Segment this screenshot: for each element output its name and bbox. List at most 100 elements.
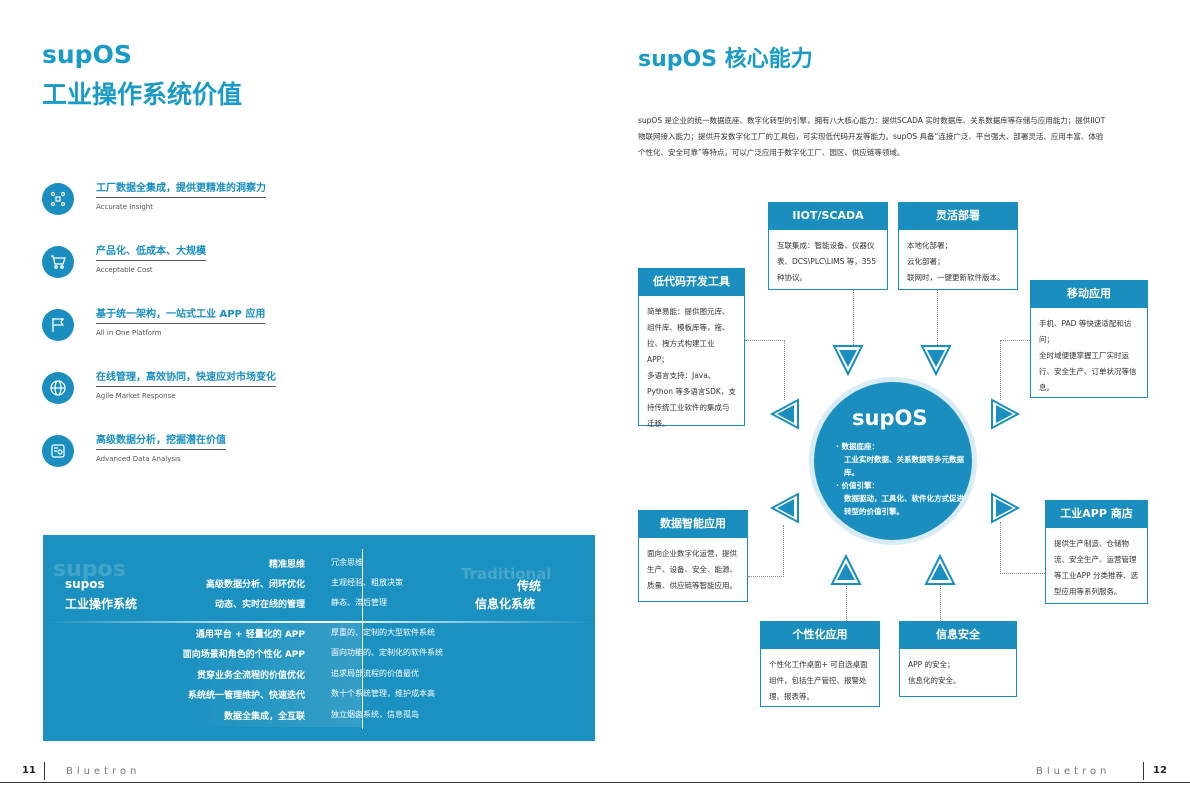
footer-line-right [595, 782, 1190, 783]
supos-item: 面向场景和角色的个性化 APP [182, 650, 305, 660]
supos-item: 精准思维 [268, 560, 305, 570]
feature-en: Advanced Data Analysis [96, 455, 181, 463]
supos-item: 数据全集成，全互联 [223, 712, 305, 722]
feature-zh: 在线管理，高效协同，快速应对市场变化 [96, 368, 276, 387]
watermark-traditional: Traditional [461, 565, 552, 583]
feature-zh: 工厂数据全集成，提供更精准的洞察力 [96, 179, 266, 198]
feature-zh: 基于统一架构，一站式工业 APP 应用 [96, 305, 266, 324]
box-body: APP 的安全； 信息化的安全。 [908, 660, 961, 685]
intro-paragraph: supOS 是企业的统一数据底座、数字化转型的引擎，拥有八大核心能力：提供SCA… [638, 116, 1106, 157]
center-description: · 数据底座： 工业实时数据、关系数据等多元数据库。 · 价值引擎： 数据驱动，… [836, 440, 966, 518]
traditional-item: 厚重的、定制的大型软件系统 [331, 628, 435, 637]
scada-node-icon [830, 342, 864, 377]
traditional-item: 面向功能的、定制化的软件系统 [331, 648, 443, 657]
feature-zh: 高级数据分析，挖掘潜在价值 [96, 431, 226, 450]
left-title-supos: supOS [42, 40, 132, 69]
connector-line [937, 290, 938, 345]
box-mobile: 移动应用 手机、PAD 等快速适配和访问； 全时域便捷掌握工厂实时运行、安全生产… [1030, 280, 1148, 398]
connector-line [940, 583, 941, 621]
flag-icon [42, 309, 74, 341]
cart-icon [42, 246, 74, 278]
right-page-title: supOS 核心能力 [638, 47, 813, 72]
supos-logo: supOS [852, 406, 928, 430]
feature-agile-market: 在线管理，高效协同，快速应对市场变化 Agile Market Response [42, 372, 282, 412]
brand-right: Bluetron [1036, 766, 1111, 777]
box-app-store: 工业APP 商店 提供生产制造、仓储物流、安全生产、运营管理等工业APP 分类推… [1045, 500, 1148, 604]
label-traditional: 传统 [517, 579, 542, 593]
connector-line [748, 525, 784, 577]
label-supos: supos [65, 577, 105, 591]
supos-item: 高级数据分析、闭环优化 [205, 580, 305, 590]
grid-dots-icon [42, 183, 74, 215]
feature-all-in-one: 基于统一架构，一站式工业 APP 应用 All in One Platform [42, 309, 282, 349]
appstore-node-icon [986, 490, 1021, 524]
ai-node-icon [768, 490, 800, 524]
box-title: 信息安全 [899, 621, 1017, 649]
box-title: 低代码开发工具 [638, 268, 745, 296]
box-flexible-deploy: 灵活部署 本地化部署； 云化部署； 联网时，一键更新软件版本。 [898, 202, 1018, 290]
box-info-security: 信息安全 APP 的安全； 信息化的安全。 [899, 621, 1017, 697]
supos-item: 贯穿业务全流程的价值优化 [196, 671, 305, 681]
comparison-panel: supos Traditional supos 工业操作系统 传统 信息化系统 … [43, 535, 595, 741]
center-item: 工业实时数据、关系数据等多元数据库。 [844, 455, 964, 477]
box-body: 手机、PAD 等快速适配和访问； 全时域便捷掌握工厂实时运行、安全生产、订单状况… [1039, 319, 1137, 392]
center-item: · 价值引擎： [836, 481, 879, 490]
supos-item: 动态、实时在线的管理 [214, 600, 305, 610]
traditional-item: 静态、滞后管理 [331, 598, 387, 607]
connector-line [846, 583, 847, 621]
traditional-item: 数十个系统管理，维护成本高 [331, 689, 435, 698]
box-body: 互联集成：智能设备、仪器仪表、DCS\PLC\LIMS 等，355 种协议。 [777, 241, 877, 282]
box-body: 简单易能：提供图元库、组件库、模板库等，拖、拉、拽方式构建工业APP； 多语言支… [647, 307, 736, 428]
footer-tick [1143, 762, 1144, 780]
box-body: 本地化部署； 云化部署； 联网时，一键更新软件版本。 [907, 241, 1005, 282]
feature-en: Acceptable Cost [96, 266, 153, 274]
globe-icon [42, 372, 74, 404]
center-item: · 数据底座： [836, 442, 879, 451]
box-body: 面向企业数字化运营，提供生产、设备、安全、能源、质量、供应链等智能应用。 [647, 549, 737, 590]
box-title: 移动应用 [1030, 280, 1148, 308]
label-info-system: 信息化系统 [475, 597, 536, 611]
box-lowcode: 低代码开发工具 简单易能：提供图元库、组件库、模板库等，拖、拉、拽方式构建工业A… [638, 268, 745, 428]
feature-en: Agile Market Response [96, 392, 176, 400]
supos-item: 系统统一管理维护、快速迭代 [187, 691, 305, 701]
mobile-node-icon [986, 396, 1021, 430]
label-industrial-os: 工业操作系统 [65, 597, 138, 611]
feature-data-analysis: 高级数据分析，挖掘潜在价值 Advanced Data Analysis [42, 435, 282, 475]
center-divider [362, 549, 363, 729]
box-title: 数据智能应用 [638, 510, 748, 538]
page-number-left: 11 [22, 765, 36, 776]
data-analysis-icon [42, 435, 74, 467]
connector-line [1000, 522, 1045, 574]
box-personalized: 个性化应用 个性化工作桌面+ 可自选桌面组件，包括生产管控、报警处理、报表等。 [760, 621, 880, 707]
feature-zh: 产品化、低成本、大规模 [96, 242, 206, 261]
desktop-node-icon [828, 552, 862, 585]
feature-acceptable-cost: 产品化、低成本、大规模 Acceptable Cost [42, 246, 282, 286]
traditional-item: 独立烟囱系统，信息孤岛 [331, 710, 419, 719]
connector-line [745, 340, 785, 400]
lowcode-node-icon [768, 396, 800, 430]
page-number-right: 12 [1153, 765, 1167, 776]
highlight-band [175, 621, 361, 727]
cloud-node-icon [918, 342, 952, 377]
traditional-item: 追求局部流程的价值最优 [331, 669, 419, 678]
box-title: 工业APP 商店 [1045, 500, 1148, 528]
lock-node-icon [922, 552, 956, 585]
box-body: 个性化工作桌面+ 可自选桌面组件，包括生产管控、报警处理、报表等。 [769, 660, 868, 701]
feature-accurate-insight: 工厂数据全集成，提供更精准的洞察力 Accurate Insight [42, 183, 282, 223]
left-title-value: 工业操作系统价值 [42, 80, 243, 109]
traditional-item: 冗余思维 [331, 558, 363, 567]
box-iiot-scada: IIOT/SCADA 互联集成：智能设备、仪器仪表、DCS\PLC\LIMS 等… [768, 202, 888, 290]
connector-line [1000, 340, 1030, 400]
divider-line [43, 621, 595, 623]
box-title: 个性化应用 [760, 621, 880, 649]
connector-line [853, 290, 854, 345]
box-title: 灵活部署 [898, 202, 1018, 230]
traditional-item: 主观经验、粗放决策 [331, 578, 403, 587]
footer-line-left [0, 782, 595, 783]
feature-en: Accurate Insight [96, 203, 153, 211]
center-item: 数据驱动，工具化、软件化方式促进转型的价值引擎。 [844, 494, 964, 516]
box-body: 提供生产制造、仓储物流、安全生产、运营管理等工业APP 分类推荐、选型应用等系列… [1054, 539, 1139, 596]
brand-left: Bluetron [66, 766, 141, 777]
center-core-circle: supOS · 数据底座： 工业实时数据、关系数据等多元数据库。 · 价值引擎：… [814, 382, 972, 540]
box-data-intelligence: 数据智能应用 面向企业数字化运营，提供生产、设备、安全、能源、质量、供应链等智能… [638, 510, 748, 602]
